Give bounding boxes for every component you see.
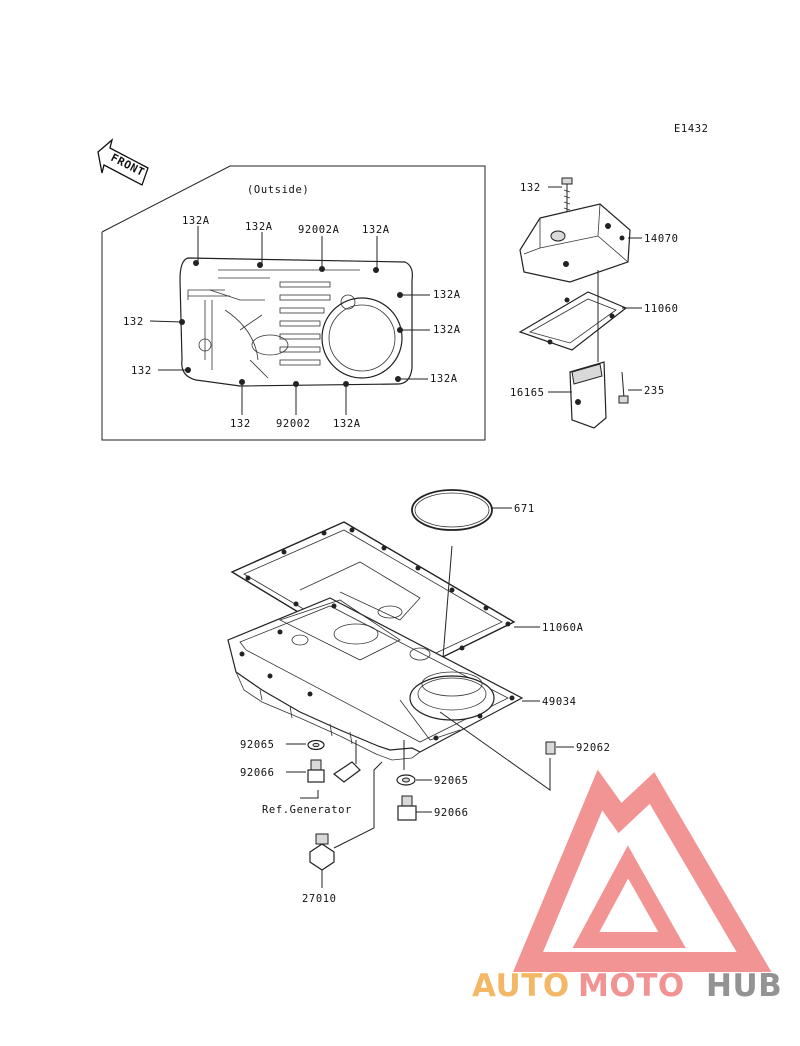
watermark-hub: HUB xyxy=(706,968,782,1004)
label-132a-top-2: 132A xyxy=(245,221,273,233)
label-27010: 27010 xyxy=(302,893,337,905)
automotohub-watermark: AUTO MOTO HUB xyxy=(472,769,782,1004)
label-132a-right-2: 132A xyxy=(433,324,461,336)
gasket-11060 xyxy=(518,291,642,351)
watermark-triangle-icon xyxy=(512,769,772,972)
watermark-moto: MOTO xyxy=(578,968,685,1004)
label-92062: 92062 xyxy=(576,742,611,754)
label-92066-right: 92066 xyxy=(434,807,469,819)
outside-caption: (Outside) xyxy=(247,184,309,196)
label-235: 235 xyxy=(644,385,665,397)
breather-cover-assembly: 132 14070 11060 xyxy=(510,177,679,429)
label-16165: 16165 xyxy=(510,387,545,399)
outside-view-inset: (Outside) xyxy=(101,165,486,441)
diagram-code: E1432 xyxy=(674,123,709,135)
label-92065-left: 92065 xyxy=(240,739,275,751)
label-92066-left: 92066 xyxy=(240,767,275,779)
plate-16165 xyxy=(548,270,607,429)
washer-92065-left xyxy=(286,739,325,751)
oil-pan-49034 xyxy=(227,597,540,761)
front-arrow-icon: FRONT xyxy=(97,138,149,186)
watermark-auto: AUTO xyxy=(472,968,570,1004)
plug-92066-left xyxy=(286,759,325,783)
dowel-92062 xyxy=(439,711,574,791)
label-132a-right-3: 132A xyxy=(430,373,458,385)
washer-92065-right xyxy=(396,774,432,786)
label-132-bottom: 132 xyxy=(230,418,251,430)
label-92002-bottom: 92002 xyxy=(276,418,311,430)
label-11060a: 11060A xyxy=(542,622,584,634)
label-14070: 14070 xyxy=(644,233,679,245)
generator-bracket xyxy=(300,740,361,799)
label-92002a: 92002A xyxy=(298,224,340,236)
label-132-left-1: 132 xyxy=(123,316,144,328)
oil-pan-assembly: 671 11060A xyxy=(227,489,611,905)
label-ref-generator: Ref.Generator xyxy=(262,804,352,816)
switch-27010 xyxy=(309,761,383,888)
label-49034: 49034 xyxy=(542,696,577,708)
plug-92066-right xyxy=(397,740,432,821)
label-92065-right: 92065 xyxy=(434,775,469,787)
label-671: 671 xyxy=(514,503,535,515)
label-132a-right-1: 132A xyxy=(433,289,461,301)
label-132a-top-1: 132A xyxy=(182,215,210,227)
label-132-left-2: 132 xyxy=(131,365,152,377)
label-132a-top-3: 132A xyxy=(362,224,390,236)
label-132a-bottom: 132A xyxy=(333,418,361,430)
o-ring-671 xyxy=(411,489,512,671)
label-11060: 11060 xyxy=(644,303,679,315)
cover-14070 xyxy=(519,203,642,283)
label-132-cover: 132 xyxy=(520,182,541,194)
bolt-235 xyxy=(618,371,642,404)
